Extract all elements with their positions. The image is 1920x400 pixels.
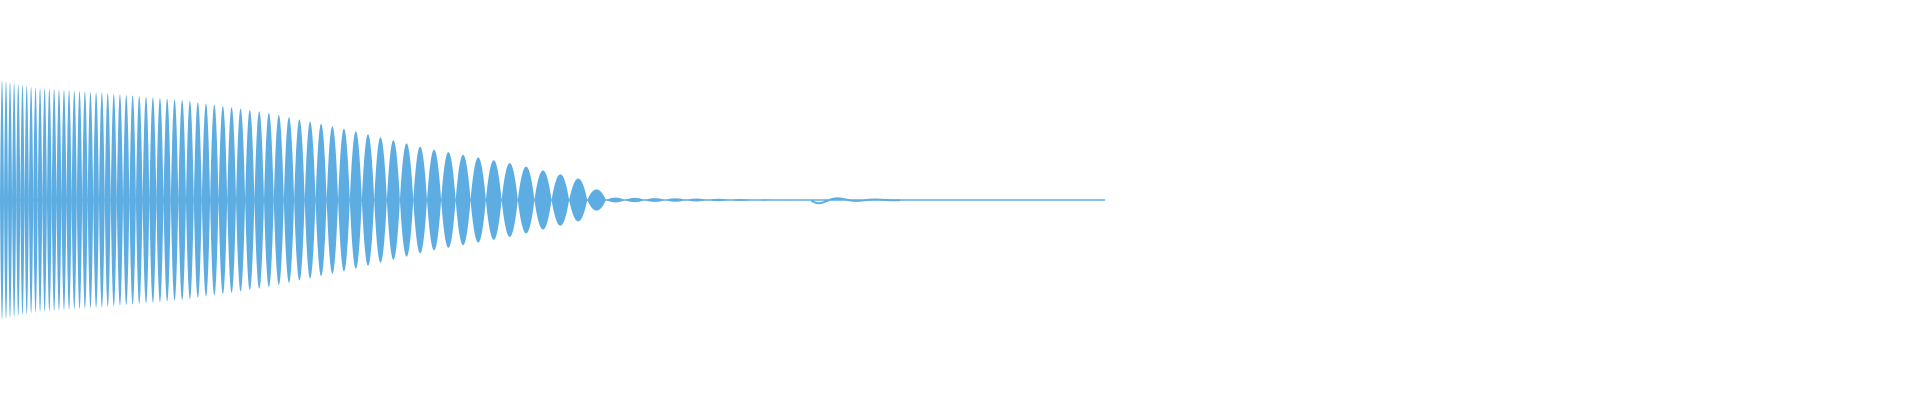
waveform-lobe: [218, 105, 228, 295]
waveform-lobe: [254, 111, 264, 289]
waveform-lobe: [338, 128, 350, 272]
waveform-lobe: [104, 93, 111, 307]
waveform-lobe: [729, 199, 753, 201]
waveform-lobe: [587, 189, 606, 211]
waveform-lobe: [304, 121, 316, 279]
waveform-lobe: [16, 84, 21, 316]
waveform-lobe: [37, 88, 43, 312]
waveform-lobe: [56, 89, 62, 311]
waveform-lobe: [12, 83, 17, 317]
waveform-lobe: [24, 85, 29, 315]
waveform-lobe: [485, 160, 502, 240]
waveform-lobe: [775, 199, 800, 201]
waveform-lobe: [707, 198, 730, 202]
waveform-lobe: [46, 88, 52, 312]
waveform-lobe: [142, 96, 150, 304]
waveform-tail-ripple: [811, 197, 901, 205]
waveform-lobe: [156, 97, 164, 303]
waveform-lobe: [193, 102, 202, 298]
waveform-lobe: [273, 115, 284, 285]
waveform-lobe: [76, 91, 83, 309]
waveform-lobe: [605, 197, 626, 203]
waveform-lobe: [283, 117, 295, 283]
waveform-lobe: [4, 81, 8, 319]
waveform-lobe: [82, 91, 88, 309]
waveform-lobe: [441, 152, 456, 248]
waveform-lobe: [66, 90, 72, 310]
waveform-lobe: [87, 91, 94, 309]
waveform-lobe: [685, 198, 708, 202]
waveform-lobe: [42, 88, 47, 312]
waveform-lobe: [625, 197, 645, 203]
waveform-lobe: [110, 93, 117, 307]
waveform-lobe: [8, 82, 13, 318]
waveform-lobe: [210, 104, 219, 296]
waveform-lobe: [163, 98, 171, 302]
waveform-lobe: [399, 143, 414, 257]
waveform-lobe: [752, 199, 776, 201]
waveform-lobe: [470, 157, 486, 243]
waveform-lobe: [201, 103, 211, 297]
waveform-lobe: [71, 90, 77, 310]
waveform-lobe: [123, 94, 130, 306]
waveform-lobe: [245, 109, 255, 291]
waveform-lobe: [517, 166, 535, 234]
waveform-lobe: [61, 89, 67, 311]
waveform-lobe: [644, 198, 666, 202]
waveform-lobe: [149, 97, 157, 303]
waveform-lobe: [455, 154, 471, 246]
waveform-lobe: [294, 119, 305, 281]
waveform-lobe: [386, 140, 400, 260]
waveform-lobe: [0, 80, 4, 320]
waveform-lobe: [227, 107, 237, 293]
waveform-lobe: [178, 99, 186, 301]
waveform-lobe: [51, 89, 57, 311]
waveform-lobe: [665, 198, 686, 202]
waveform-lobe: [263, 113, 274, 287]
waveform-lobe: [361, 134, 375, 266]
waveform-lobe: [170, 99, 179, 301]
waveform-lobe: [534, 170, 552, 230]
waveform-lobe: [93, 92, 99, 308]
waveform-lobe: [98, 92, 105, 308]
waveform-lobe: [185, 101, 194, 299]
waveform-lobe: [569, 178, 588, 222]
waveform-lobe: [413, 146, 428, 254]
waveform-lobe: [28, 86, 34, 314]
waveform-lobe: [129, 95, 136, 305]
waveform-lobe: [20, 85, 25, 315]
waveform-lobe: [374, 137, 387, 263]
waveform-lobe: [326, 126, 339, 274]
waveform-lobe: [349, 131, 362, 269]
waveform-bands: [0, 80, 901, 320]
waveform-lobe: [501, 163, 518, 237]
waveform-lobe: [427, 149, 442, 251]
waveform-lobe: [135, 96, 143, 304]
waveform-lobe: [551, 174, 570, 226]
waveform-lobe: [116, 94, 124, 306]
waveform-lobe: [33, 87, 38, 313]
waveform-lobe: [236, 108, 246, 292]
waveform-lobe: [315, 123, 327, 277]
